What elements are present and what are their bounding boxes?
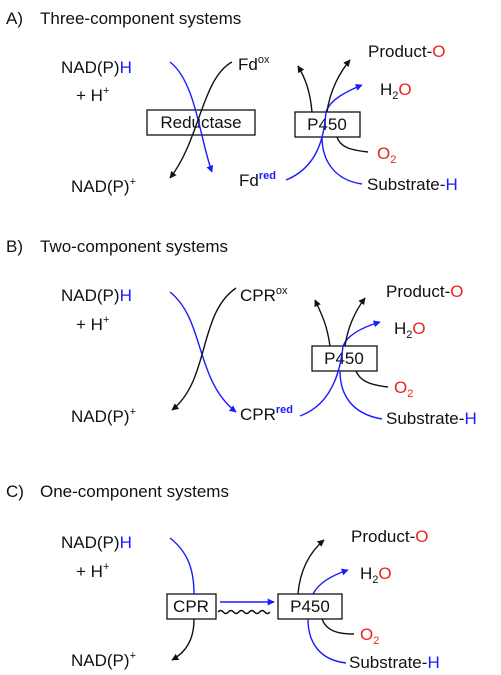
substrate-binding-curve bbox=[307, 618, 347, 664]
p450-label: P450 bbox=[307, 115, 347, 134]
substrate-label: Substrate-H bbox=[349, 653, 440, 672]
water-label: H2O bbox=[380, 80, 412, 102]
p450-to-product-arrow bbox=[326, 59, 351, 113]
oxygen-label: O2 bbox=[360, 625, 379, 647]
substrate-binding-curve bbox=[339, 370, 383, 420]
carrier-ox-label: CPRox bbox=[240, 285, 288, 305]
oxygen-binding-curve bbox=[355, 370, 389, 388]
cprred-to-water-arrow bbox=[299, 320, 381, 417]
oxygen-binding-curve bbox=[321, 618, 355, 635]
substrate-label: Substrate-H bbox=[386, 409, 477, 428]
nadph-to-cprred-arrow bbox=[169, 291, 237, 413]
cpr-to-nadp-arrow bbox=[171, 618, 195, 661]
substrate-binding-curve bbox=[321, 136, 363, 185]
fdred-to-water-arrow bbox=[285, 84, 363, 181]
product-label: Product-O bbox=[368, 42, 445, 61]
p450-to-cprox-arrow bbox=[314, 299, 331, 347]
section-b-title: Two-component systems bbox=[40, 237, 228, 256]
oxidized-donor-label: NAD(P)+ bbox=[71, 176, 136, 196]
oxygen-label: O2 bbox=[394, 378, 413, 400]
section-a-label: A) bbox=[6, 9, 23, 28]
p450-box bbox=[277, 593, 343, 620]
oxidized-donor-label: NAD(P)+ bbox=[71, 406, 136, 426]
substrate-label: Substrate-H bbox=[367, 175, 458, 194]
carrier-red-label: CPRred bbox=[240, 404, 293, 424]
p450-label: P450 bbox=[290, 597, 330, 616]
donor-label: NAD(P)H bbox=[61, 58, 132, 77]
section-b-label: B) bbox=[6, 237, 23, 256]
p450-to-product-arrow bbox=[344, 297, 366, 347]
carrier-red-label: Fdred bbox=[239, 170, 276, 190]
section-c-title: One-component systems bbox=[40, 482, 229, 501]
section-three-component: A) Three-component systems NAD(P)H + H+ … bbox=[6, 9, 458, 196]
p450-to-water-arrow bbox=[312, 568, 349, 595]
donor-label: NAD(P)H bbox=[61, 533, 132, 552]
p450-to-fdox-arrow bbox=[297, 65, 313, 113]
reductase-label: Reductase bbox=[160, 113, 241, 132]
section-c-label: C) bbox=[6, 482, 24, 501]
oxygen-binding-curve bbox=[336, 136, 369, 153]
oxygen-label: O2 bbox=[377, 144, 396, 166]
oxidized-donor-label: NAD(P)+ bbox=[71, 650, 136, 670]
nadph-to-fdred-arrow bbox=[169, 61, 214, 173]
section-two-component: B) Two-component systems NAD(P)H + H+ NA… bbox=[6, 237, 477, 428]
water-label: H2O bbox=[360, 564, 392, 586]
proton-label: + H+ bbox=[76, 314, 109, 334]
carrier-ox-label: Fdox bbox=[238, 54, 270, 74]
proton-label: + H+ bbox=[76, 561, 109, 581]
product-label: Product-O bbox=[386, 282, 463, 301]
p450-label: P450 bbox=[324, 349, 364, 368]
p450-box bbox=[311, 345, 378, 372]
water-label: H2O bbox=[394, 319, 426, 341]
donor-label: NAD(P)H bbox=[61, 286, 132, 305]
p450-to-product-arrow bbox=[297, 539, 325, 595]
fdox-to-nadp-arrow bbox=[169, 61, 233, 179]
nadph-to-cpr-curve bbox=[169, 537, 195, 595]
cpr-label: CPR bbox=[173, 597, 209, 616]
proton-label: + H+ bbox=[76, 85, 109, 105]
product-label: Product-O bbox=[351, 527, 428, 546]
section-one-component: C) One-component systems NAD(P)H + H+ NA… bbox=[6, 482, 440, 672]
fusion-linker bbox=[217, 609, 271, 615]
cpr-box bbox=[166, 593, 217, 620]
section-a-title: Three-component systems bbox=[40, 9, 241, 28]
cprox-to-nadp-arrow bbox=[171, 287, 237, 411]
